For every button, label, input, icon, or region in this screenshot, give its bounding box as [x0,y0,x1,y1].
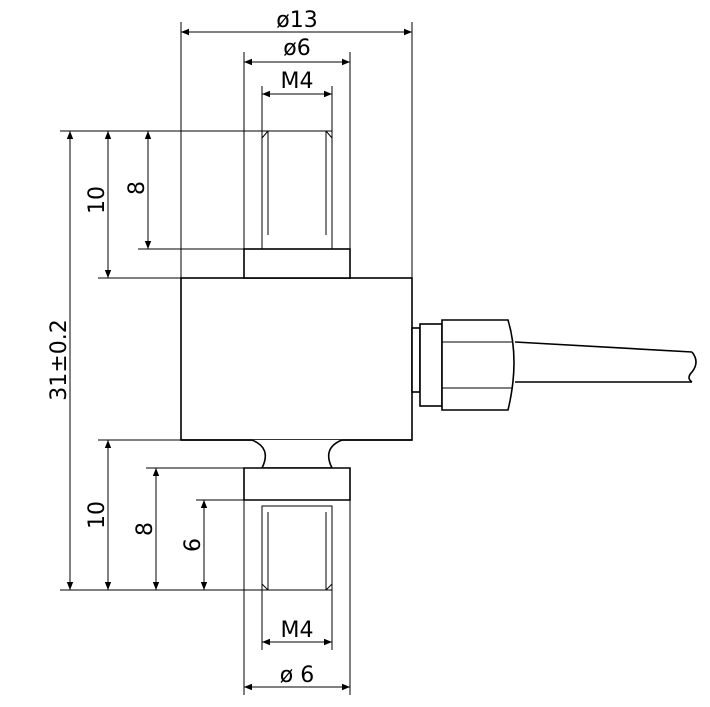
sensor-body [180,277,413,441]
cable-gland [411,319,515,411]
dim-top-thread-depth: 8 [125,181,150,195]
dim-top-thread: M4 [281,69,314,94]
dim-bottom-thread-depth-inner: 6 [181,538,206,552]
dim-bottom-thread-depth-outer: 8 [133,522,158,536]
dim-top-outer-dia: ø13 [276,8,317,33]
dim-bottom-stud-dia: ø 6 [280,663,314,688]
dim-top-stud-length: 10 [85,186,110,214]
dim-bottom-stud-length: 10 [85,501,110,529]
cable [514,341,697,383]
dim-overall-height: 31±0.2 [47,319,72,400]
bottom-neck [181,439,412,469]
dim-top-stud-dia: ø6 [283,36,310,61]
dim-bottom-thread: M4 [281,618,314,643]
bottom-thread-hole [261,505,333,591]
top-stud [243,248,351,279]
top-thread-hole [261,130,333,250]
